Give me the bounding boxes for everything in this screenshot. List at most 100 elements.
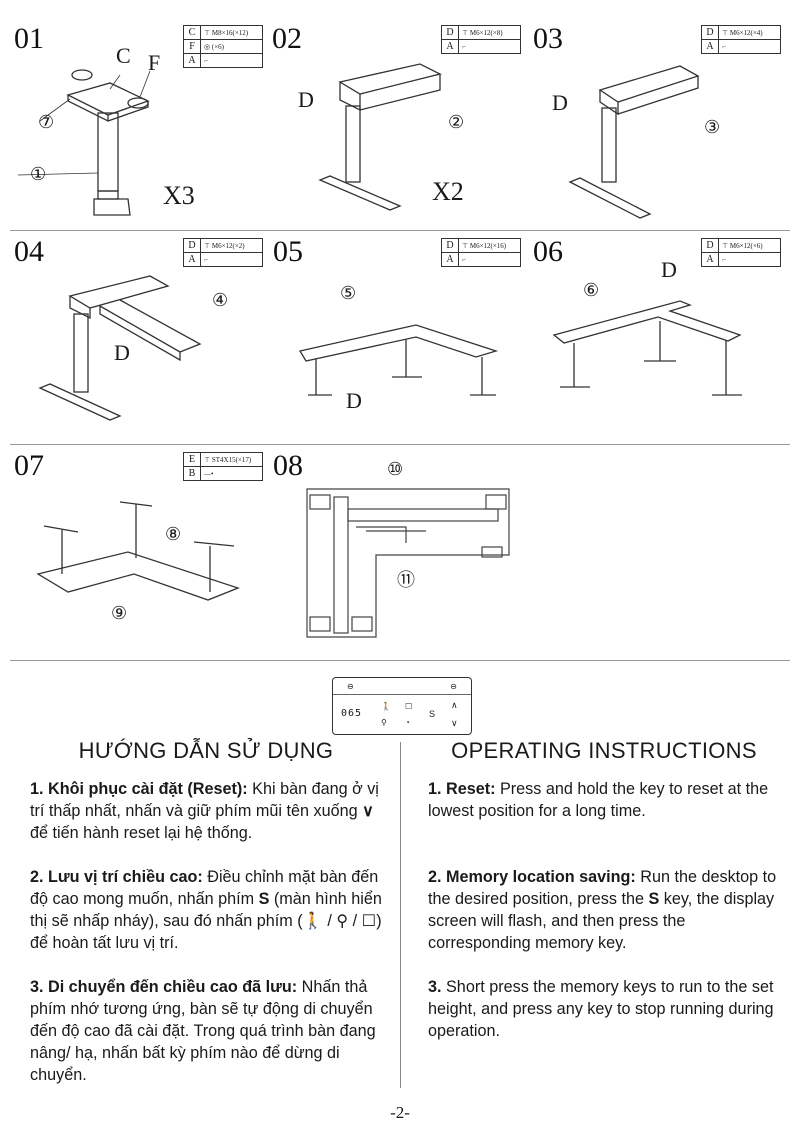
row-divider (10, 230, 790, 231)
label-d: D (552, 90, 568, 115)
instruction-3-vi: 3. Di chuyển đến chiều cao đã lưu: Nhấn … (30, 978, 376, 1084)
screw-icon: ⊤ (462, 241, 469, 250)
screw-icon: ⊤ (204, 241, 211, 250)
screw-icon: ⊤ (462, 28, 469, 37)
hex-key-icon: ⌐ (718, 39, 781, 54)
screw-icon: ⊤ (204, 455, 211, 464)
part-key: D (441, 238, 459, 253)
instruction-1-en: 1. Reset: Press and hold the key to rese… (428, 780, 769, 820)
part-key: A (701, 39, 719, 54)
memory-3-key[interactable]: ☐ (405, 702, 413, 711)
parts-table-02: D⊤ M6×12(×8) A⌐ (441, 25, 521, 54)
control-panel: ⊖ ⊖ 065 🚶 ⚲ ☐ ◔ S ∧ ∨ (332, 677, 472, 735)
up-arrow-key[interactable]: ∧ (451, 700, 458, 710)
save-key[interactable]: S (429, 709, 436, 719)
step-06-illustration (552, 300, 742, 396)
part-key: A (701, 252, 719, 267)
part-spec: ⊤ M8×16(×12) (200, 25, 263, 40)
step-08-illustration (306, 488, 510, 638)
part-key: C (183, 25, 201, 40)
label-d: D (661, 257, 677, 282)
part-spec: ◎ (×6) (200, 39, 263, 54)
row-divider (10, 444, 790, 445)
label-part-4: ④ (212, 290, 229, 310)
height-display: 065 (341, 708, 363, 719)
column-divider (400, 742, 401, 1088)
step-number-02: 02 (272, 22, 302, 55)
label-part-6: ⑥ (583, 280, 600, 300)
step-number-03: 03 (533, 22, 563, 55)
step-02-illustration (318, 63, 442, 211)
label-part-11: ⑪ (397, 570, 415, 590)
section-title-vi: HƯỚNG DẪN SỬ DỤNG (78, 738, 334, 763)
hex-key-icon: ⌐ (458, 39, 521, 54)
row-divider (10, 660, 790, 661)
part-spec: ⊤ M6×12(×4) (718, 25, 781, 40)
instructions-english: OPERATING INSTRUCTIONS 1. Reset: Press a… (428, 740, 780, 1064)
hex-key-icon: ⌐ (200, 53, 263, 68)
part-key: A (441, 39, 459, 54)
screw-icon: ⊤ (722, 28, 729, 37)
parts-table-07: E⊤ ST4X15(×17) B—• (183, 452, 263, 481)
screw-icon: ⊤ (722, 241, 729, 250)
memory-2-icon: ⚲ (336, 912, 349, 930)
memory-2-key[interactable]: ⚲ (381, 718, 387, 727)
instruction-2-en: 2. Memory location saving: Run the deskt… (428, 868, 777, 952)
part-key: A (441, 252, 459, 267)
section-title-en: OPERATING INSTRUCTIONS (451, 738, 757, 763)
down-arrow-icon: ∨ (362, 802, 374, 820)
quantity-x2: X2 (432, 177, 464, 206)
label-part-1: ① (30, 164, 47, 184)
label-f: F (148, 50, 161, 75)
hex-key-icon: ⌐ (200, 252, 263, 267)
timer-key[interactable]: ◔ (405, 718, 410, 727)
part-spec: ⊤ M6×12(×2) (200, 238, 263, 253)
step-07-illustration (36, 501, 240, 601)
quantity-x3: X3 (163, 181, 195, 210)
step-04-illustration (38, 275, 202, 421)
part-key: D (701, 238, 719, 253)
label-part-2: ② (448, 112, 465, 132)
instruction-2-vi: 2. Lưu vị trí chiều cao: Điều chỉnh mặt … (30, 868, 382, 952)
instruction-1-vi: 1. Khôi phục cài đặt (Reset): Khi bàn đa… (30, 780, 379, 842)
part-key: D (701, 25, 719, 40)
washer-icon: ◎ (204, 42, 211, 51)
page-number: -2- (390, 1103, 410, 1122)
part-key: A (183, 53, 201, 68)
step-number-04: 04 (14, 235, 44, 268)
part-key: B (183, 466, 201, 481)
lock-icon: ⊖ (347, 682, 354, 691)
memory-1-key[interactable]: 🚶 (381, 702, 391, 711)
memory-3-icon: ☐ (361, 912, 377, 930)
step-number-08: 08 (273, 449, 303, 482)
parts-table-03: D⊤ M6×12(×4) A⌐ (701, 25, 781, 54)
hex-key-icon: ⌐ (718, 252, 781, 267)
part-key: D (183, 238, 201, 253)
part-key: F (183, 39, 201, 54)
step-05-illustration (298, 324, 499, 396)
part-key: A (183, 252, 201, 267)
label-part-8: ⑧ (165, 524, 182, 544)
label-d: D (114, 340, 130, 365)
parts-table-04: D⊤ M6×12(×2) A⌐ (183, 238, 263, 267)
step-number-07: 07 (14, 449, 44, 482)
label-part-9: ⑨ (111, 603, 128, 623)
label-part-5: ⑤ (340, 283, 357, 303)
step-number-06: 06 (533, 235, 563, 268)
step-number-05: 05 (273, 235, 303, 268)
part-key: D (441, 25, 459, 40)
label-d: D (346, 388, 362, 413)
label-part-7: ⑦ (38, 112, 55, 132)
part-spec: ⊤ M6×12(×16) (458, 238, 521, 253)
part-spec: ⊤ M6×12(×8) (458, 25, 521, 40)
memory-1-icon: 🚶 (302, 912, 323, 930)
label-part-10: ⑩ (387, 459, 404, 479)
lock-icon: ⊖ (450, 682, 457, 691)
label-d: D (298, 87, 314, 112)
step-03-illustration (568, 65, 700, 219)
screw-icon: ⊤ (204, 28, 211, 37)
down-arrow-key[interactable]: ∨ (451, 718, 458, 728)
step-01-illustration (17, 69, 151, 216)
label-c: C (116, 43, 131, 68)
parts-table-05: D⊤ M6×12(×16) A⌐ (441, 238, 521, 267)
